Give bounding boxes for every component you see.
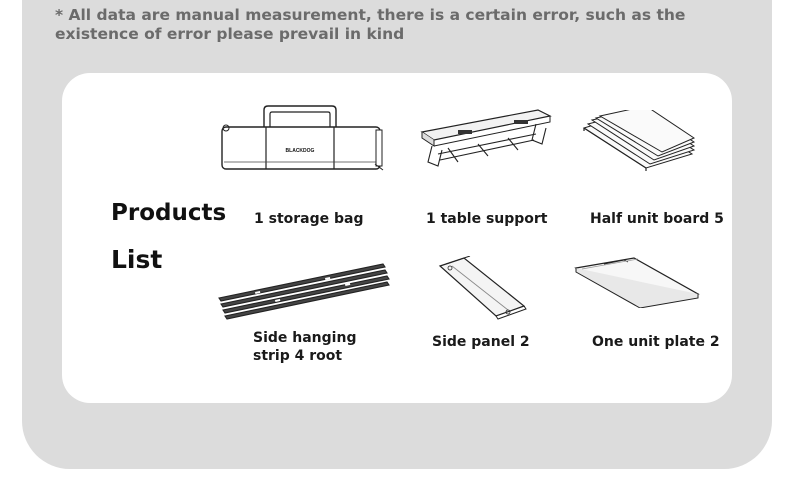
half-unit-board-icon: [582, 110, 696, 171]
side-hanging-strip-icon: [218, 263, 390, 320]
side-panel-icon: [438, 256, 527, 320]
caption-line-2: strip 4 root: [253, 348, 343, 364]
title-line-1: Products: [111, 200, 227, 226]
bag-brand-text: BLACKDOG: [286, 148, 315, 154]
caption-line-1: Side hanging: [253, 330, 357, 346]
unit-plate-icon: [574, 257, 700, 308]
products-list-title: Products List: [111, 198, 226, 275]
storage-bag-icon: BLACKDOG: [221, 105, 384, 171]
title-line-2: List: [111, 245, 163, 274]
item-caption-unit-plate: One unit plate 2: [592, 334, 720, 350]
measurement-note: * All data are manual measurement, there…: [55, 6, 686, 43]
item-caption-storage-bag: 1 storage bag: [254, 211, 364, 227]
item-caption-side-hanging-strip: Side hanging strip 4 root: [253, 329, 356, 365]
item-caption-side-panel: Side panel 2: [432, 334, 530, 350]
table-support-icon: [420, 109, 552, 167]
item-caption-half-unit-board: Half unit board 5: [590, 211, 724, 227]
item-caption-table-support: 1 table support: [426, 211, 548, 227]
